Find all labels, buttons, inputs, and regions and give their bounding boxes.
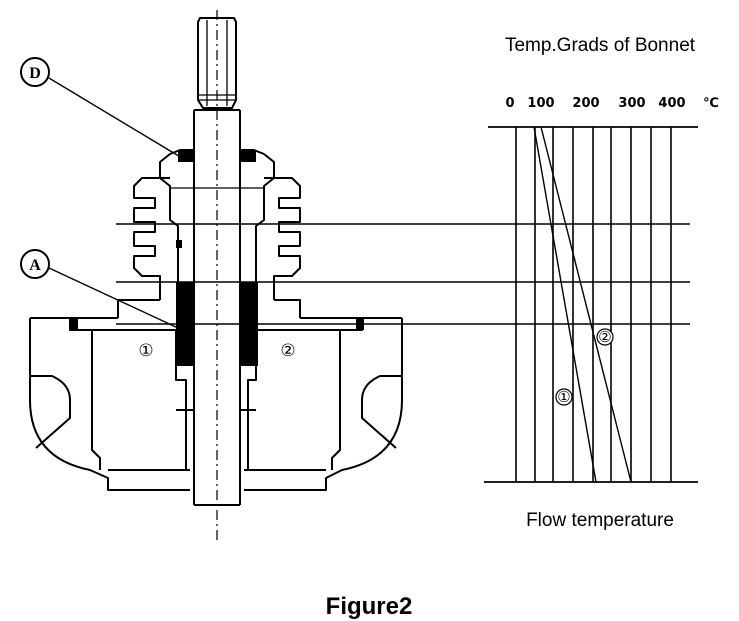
curve-marker-1: ① [557,390,570,406]
tick-label-0: 0 [505,96,514,111]
callout-a: A [20,249,179,329]
unit-label: ℃ [703,96,719,111]
cooling-fins-right [264,177,301,300]
figure-caption: Figure2 [326,593,413,620]
bonnet-neck [117,299,301,318]
chart-title: Temp.Grads of Bonnet [505,35,696,56]
gland-packing-right [240,150,256,162]
tick-label-400: 400 [658,96,685,111]
gradient-line-1 [533,126,597,483]
level-lines [116,223,690,325]
chart-gridlines [515,127,672,482]
callout-a-label: A [29,257,41,274]
gland-packing-left [178,150,194,162]
gradient-line-2 [540,126,632,483]
zone-marker-1: ① [138,341,153,360]
tick-label-300: 300 [618,96,645,111]
valve-cross-section [29,17,403,506]
curve-marker-2: ② [598,330,611,346]
tick-label-100: 100 [527,96,554,111]
zone-marker-2: ② [280,341,295,360]
chart-xlabel: Flow temperature [526,510,674,531]
cooling-fins-left [133,177,170,300]
callout-d-label: D [29,65,41,82]
temperature-gradient-chart: Temp.Grads of Bonnet 0 100 200 300 400 ℃… [484,35,719,531]
valve-body [29,317,403,491]
tick-label-200: 200 [572,96,599,111]
gasket-left [70,318,78,330]
callout-d: D [20,57,183,159]
